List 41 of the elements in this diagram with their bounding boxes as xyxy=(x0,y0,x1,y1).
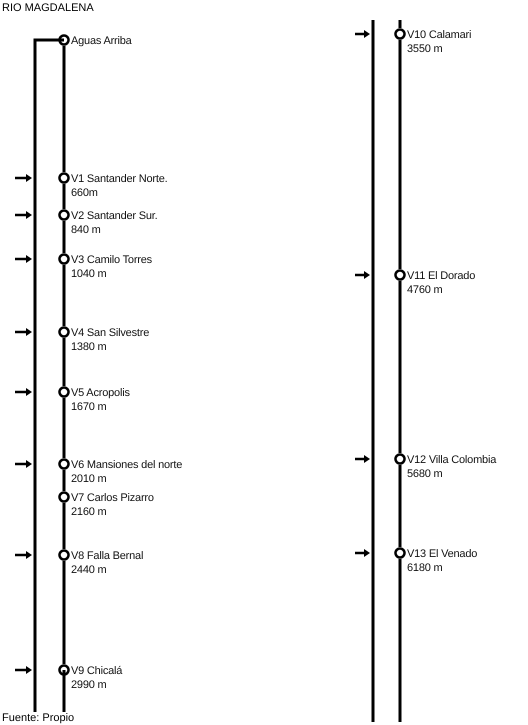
station-label: V4 San Silvestre xyxy=(71,326,150,340)
station-label: V3 Camilo Torres xyxy=(71,253,152,267)
station-label: V13 El Venado xyxy=(407,547,478,561)
station-label: 840 m xyxy=(71,223,102,237)
pipe-segment xyxy=(62,46,66,172)
station-label: V9 Chicalá xyxy=(71,664,122,678)
station-label: 1670 m xyxy=(71,400,108,414)
station-label: 1380 m xyxy=(71,340,108,354)
station-label: 5680 m xyxy=(407,467,444,481)
station-label: V11 El Dorado xyxy=(407,269,476,283)
station-label: V10 Calamari xyxy=(407,28,472,42)
source-caption: Fuente: Propio xyxy=(2,712,74,724)
station-label: 6180 m xyxy=(407,561,444,575)
pipe-segment xyxy=(62,265,66,326)
station-label: 2160 m xyxy=(71,505,108,519)
station-label: V6 Mansiones del norte 2010 m xyxy=(71,458,184,486)
station-label: 4760 m xyxy=(407,283,444,297)
station-label: 2440 m xyxy=(71,563,108,577)
station-label: 660m xyxy=(71,186,99,200)
station-label: V2 Santander Sur. xyxy=(71,209,158,223)
pipe-segment xyxy=(398,40,402,269)
station-label: 2990 m xyxy=(71,678,108,692)
pipe-segment xyxy=(62,398,66,458)
station-label: V8 Falla Bernal xyxy=(71,549,144,563)
station-label: Aguas Arriba xyxy=(71,34,132,48)
pipe-segment xyxy=(398,465,402,547)
diagram-title: RIO MAGDALENA xyxy=(2,2,94,14)
pipe-segment xyxy=(62,470,66,491)
pipe-segment xyxy=(62,184,66,209)
pipe-segment xyxy=(398,281,402,453)
station-label: V1 Santander Norte. xyxy=(71,172,168,186)
station-label: 3550 m xyxy=(407,42,444,56)
pipe-segment xyxy=(62,221,66,253)
pipe-segment xyxy=(62,503,66,549)
station-label: 1040 m xyxy=(71,267,108,281)
pipe-segment xyxy=(62,561,66,664)
station-label: V5 Acropolis xyxy=(71,386,130,400)
station-label: V7 Carlos Pizarro xyxy=(71,491,154,505)
pipe-segment xyxy=(62,338,66,386)
station-marker xyxy=(58,34,132,48)
station-label: V12 Villa Colombia xyxy=(407,453,496,467)
